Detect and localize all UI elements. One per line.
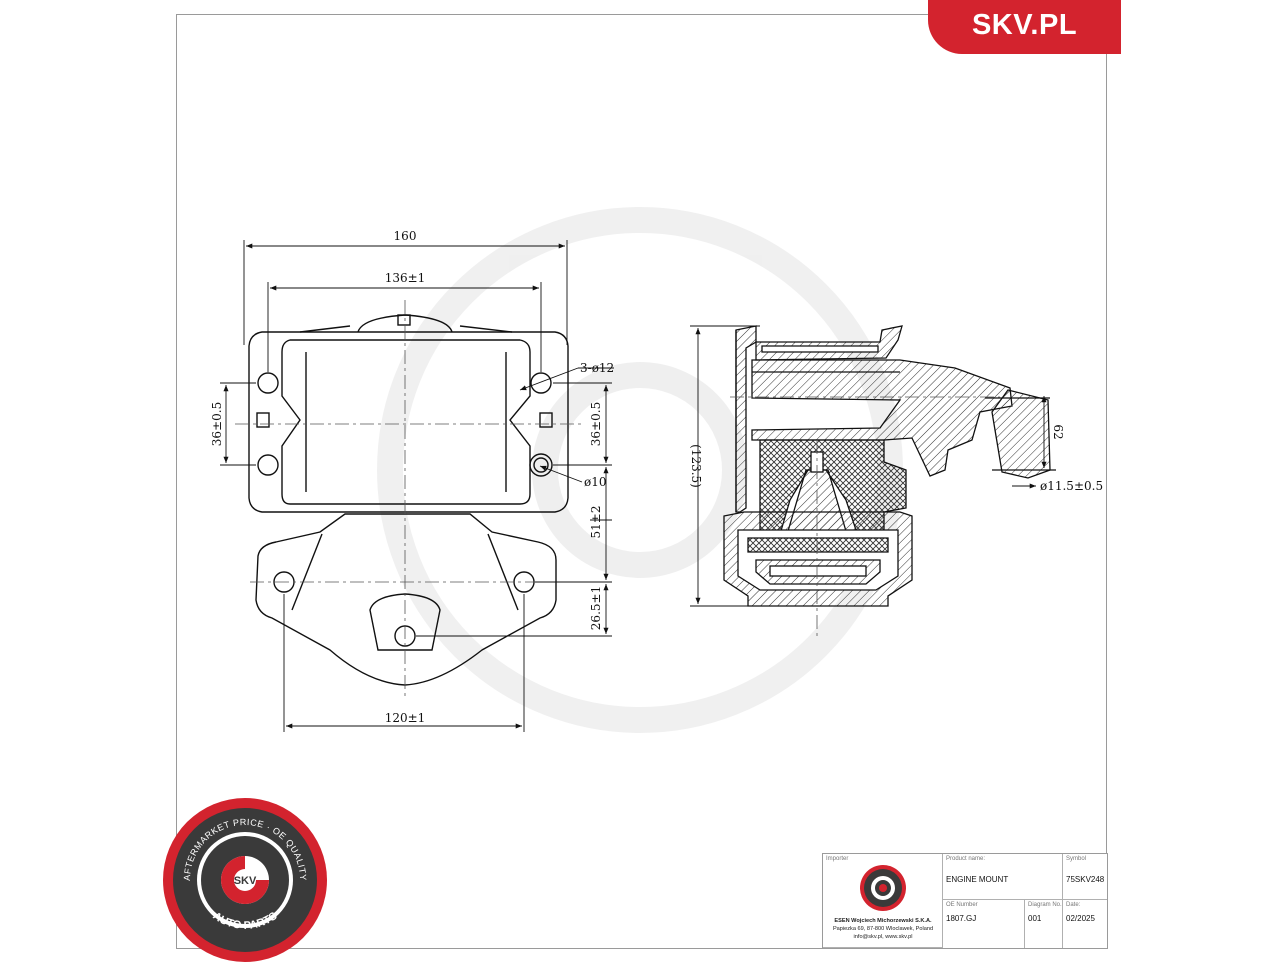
brand-name: SKV.PL: [971, 9, 1078, 41]
dim-height-b: 26.5±1: [589, 586, 603, 630]
dim-overall-width: 160: [394, 229, 417, 243]
side-view-dimensions: [690, 325, 1047, 607]
date-cell: Date: 02/2025: [1063, 900, 1107, 948]
dim-holes: 3-ø12: [580, 361, 614, 375]
side-section-view: [723, 325, 1056, 640]
symbol-cell: Symbol 75SKV248: [1063, 854, 1107, 900]
dim-side-height: (123.5): [689, 444, 703, 488]
drawing-frame: [176, 14, 1107, 949]
importer-cell: Importer ESEN Wojciech Michorzewski S.K.…: [823, 854, 943, 948]
diagram-cell: Diagram No. 001: [1025, 900, 1063, 948]
importer-label: Importer: [826, 856, 849, 862]
date-value: 02/2025: [1066, 914, 1095, 923]
dim-left-vertical: 36±0.5: [210, 402, 224, 446]
diagram-value: 001: [1028, 914, 1042, 923]
product-label: Product name:: [946, 856, 986, 862]
date-label: Date:: [1066, 902, 1081, 908]
dim-bore: ø10: [584, 475, 607, 489]
front-view: [235, 300, 585, 700]
front-view-dimensions: [220, 240, 614, 732]
oe-cell: OE Number 1807.GJ: [943, 900, 1025, 948]
dim-arm-width: 62: [1051, 424, 1065, 439]
title-block: Importer ESEN Wojciech Michorzewski S.K.…: [822, 853, 1108, 949]
dim-hole-spacing: 136±1: [385, 271, 426, 285]
dim-arm-bore: ø11.5±0.5: [1040, 479, 1103, 493]
product-name: ENGINE MOUNT: [946, 875, 1009, 884]
importer-contact: info@skv.pl, www.skv.pl: [853, 934, 913, 940]
skv-badge-icon: AFTERMARKET PRICE · OE QUALITY AUTO PART…: [163, 798, 327, 962]
product-cell: Product name: ENGINE MOUNT: [943, 854, 1063, 900]
importer-address: Papiezka 69, 87-800 Wloclawek, Poland: [832, 926, 934, 932]
symbol-value: 75SKV248: [1066, 875, 1105, 884]
dim-height-a: 51±2: [589, 506, 603, 539]
importer-name: ESEN Wojciech Michorzewski S.K.A.: [834, 918, 932, 924]
dim-right-vertical: 36±0.5: [589, 402, 603, 446]
brand-banner[interactable]: SKV.PL: [928, 0, 1121, 54]
diagram-label: Diagram No.: [1028, 902, 1062, 908]
oe-label: OE Number: [946, 902, 978, 908]
badge-center-text: SKV: [234, 875, 257, 887]
symbol-label: Symbol: [1066, 856, 1087, 862]
dim-base-width: 120±1: [385, 711, 426, 725]
importer-logo-icon: [860, 865, 906, 911]
oe-value: 1807.GJ: [946, 914, 977, 923]
